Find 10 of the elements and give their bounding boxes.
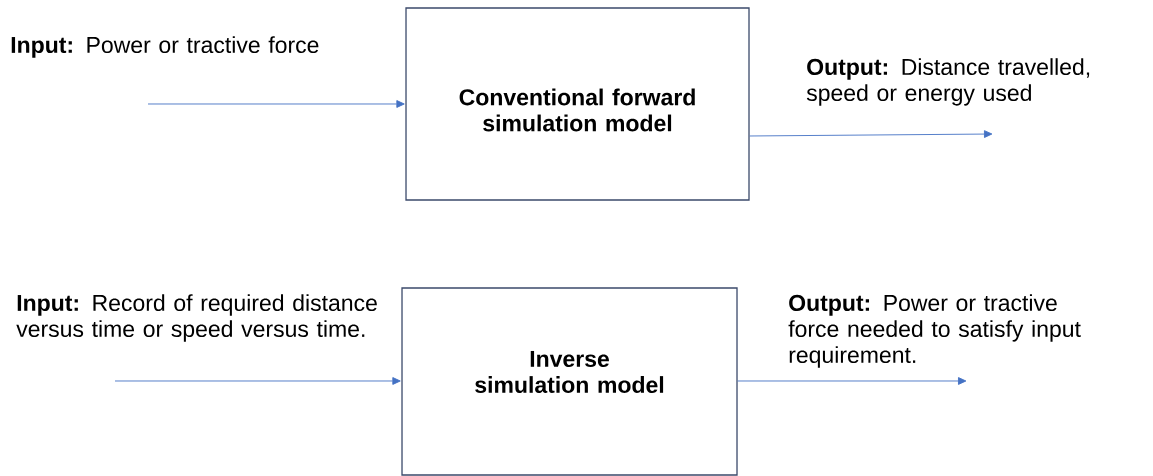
arrow <box>147 100 405 108</box>
edge-label: Input: Power or tractive force <box>11 36 319 58</box>
arrow <box>114 377 401 385</box>
arrow <box>737 377 967 385</box>
arrow <box>749 130 993 138</box>
edge-label: Input: Record of required distance versus time or speed versus time. <box>16 294 377 342</box>
edge-label: Output: Distance travelled, speed or energy used <box>806 58 1090 106</box>
process-box: Inverse simulation model <box>401 287 738 476</box>
process-box: Conventional forward simulation model <box>405 7 750 201</box>
edge-label: Output: Power or tractive force needed to satisfy input requirement. <box>788 294 1081 368</box>
